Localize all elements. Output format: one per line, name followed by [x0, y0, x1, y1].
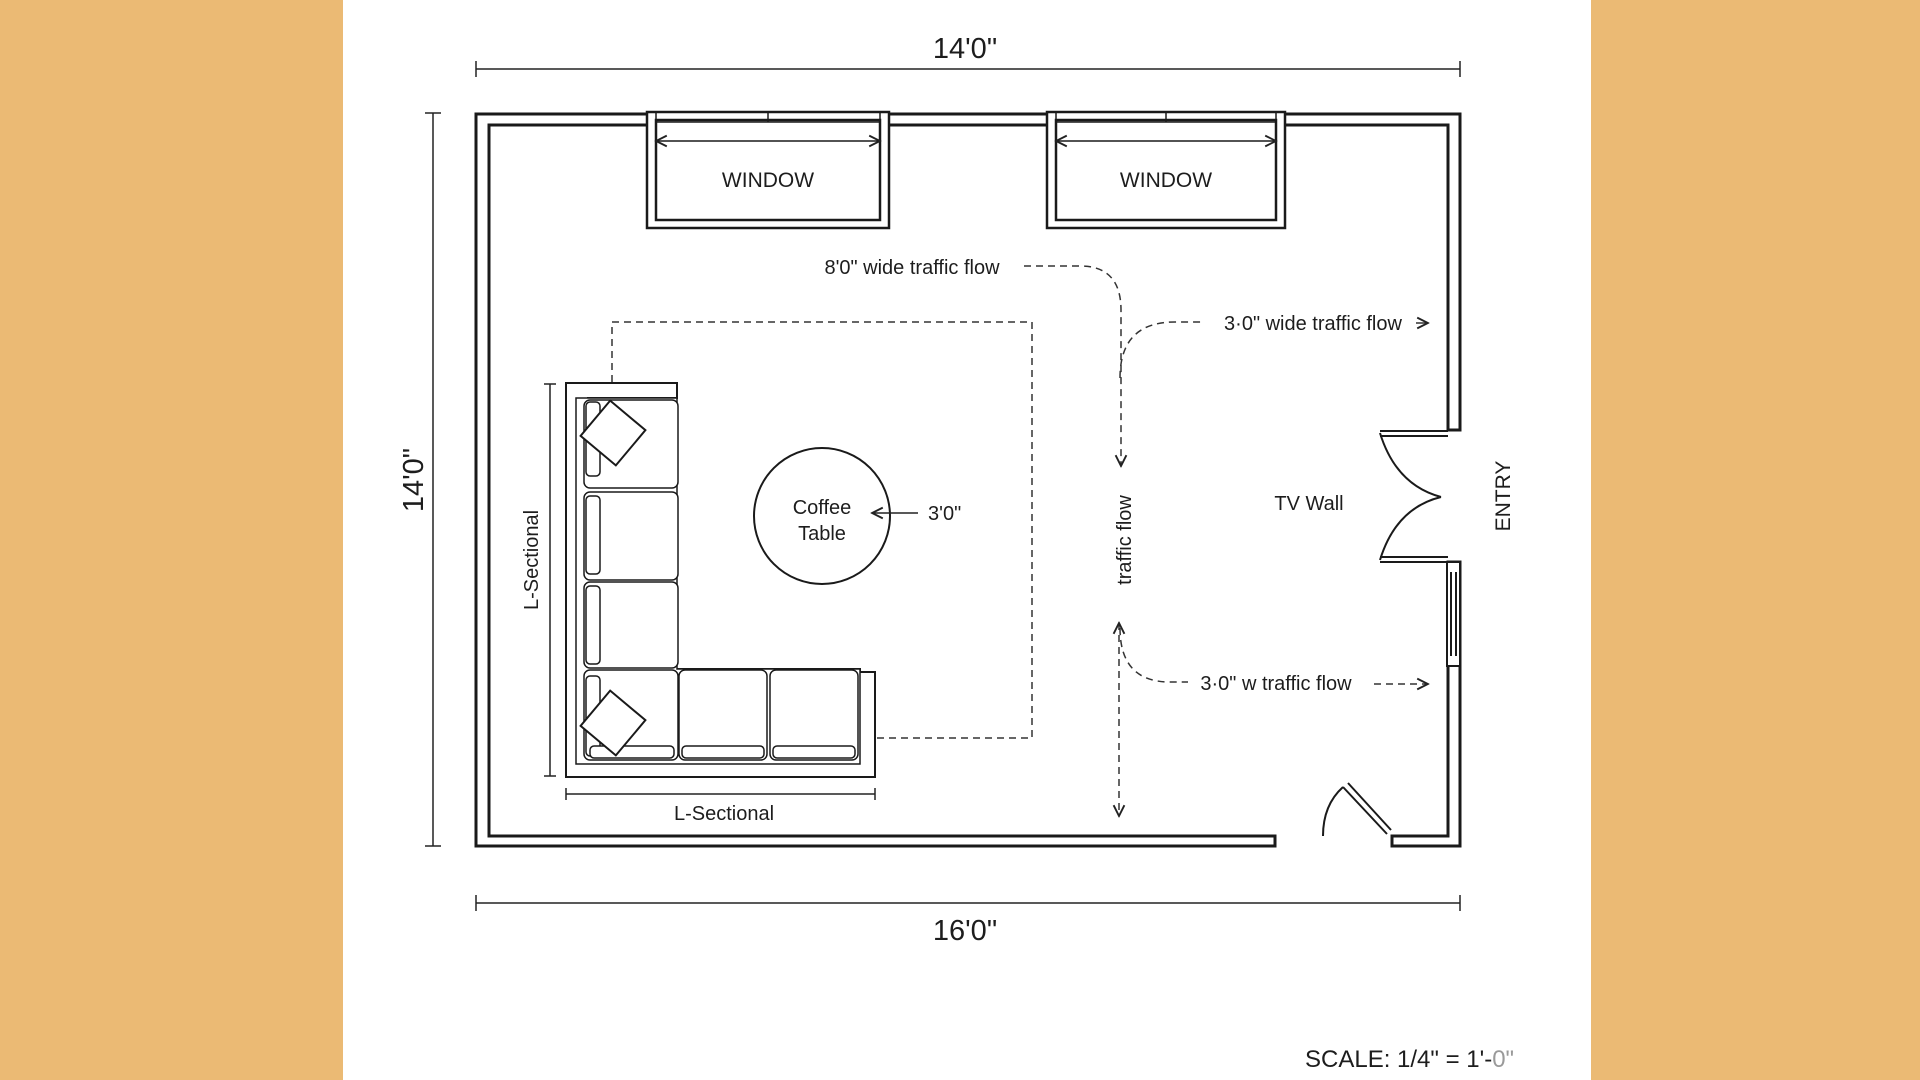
throw-pillow-lower — [579, 689, 647, 757]
coffee-table-label-line1: Coffee — [793, 497, 852, 519]
sectional-dimension-lines — [544, 383, 876, 800]
coffee-table-dim-label: 3'0" — [928, 503, 961, 525]
top-dimension-line — [475, 61, 1461, 77]
traffic-vertical-label: traffic flow — [1114, 495, 1136, 585]
tv-wall-label: TV Wall — [1274, 493, 1343, 515]
scale-prefix: SCALE: 1/4" = 1'- — [1305, 1046, 1492, 1073]
entry-double-door — [1379, 430, 1448, 563]
bottom-dimension-label: 16'0" — [933, 915, 997, 947]
window-left: WINDOW — [645, 110, 891, 230]
traffic-lower-right-label: 3·0" w traffic flow — [1200, 673, 1352, 695]
traffic-upper-right-label: 3·0" wide traffic flow — [1224, 313, 1402, 335]
room-walls — [474, 112, 1462, 848]
scale-suffix: 0" — [1492, 1046, 1514, 1073]
entry-label: ENTRY — [1492, 461, 1515, 532]
throw-pillow-upper — [579, 399, 647, 467]
left-dimension-line — [425, 112, 441, 847]
left-dimension-label: 14'0" — [398, 448, 430, 512]
window-right-label: WINDOW — [1120, 169, 1212, 192]
coffee-table: Coffee Table 3'0" — [753, 447, 961, 585]
top-dimension-label: 14'0" — [933, 33, 997, 65]
sectional-bottom-label: L-Sectional — [674, 803, 774, 825]
entry-door-frame — [1446, 561, 1461, 667]
corner-door — [1322, 782, 1392, 837]
window-left-label: WINDOW — [722, 169, 814, 192]
bottom-dimension-line — [475, 895, 1461, 911]
traffic-main-label: 8'0" wide traffic flow — [824, 257, 1000, 279]
rug-outline — [611, 321, 1033, 739]
coffee-table-label-line2: Table — [798, 523, 846, 545]
l-sectional-sofa — [565, 382, 876, 778]
scale-label: SCALE: 1/4" = 1'-0" — [1305, 1046, 1514, 1073]
drawing-sheet — [343, 0, 1591, 1080]
sectional-side-label: L-Sectional — [521, 510, 543, 610]
window-right: WINDOW — [1045, 110, 1287, 230]
traffic-flow-lines — [1024, 265, 1428, 816]
